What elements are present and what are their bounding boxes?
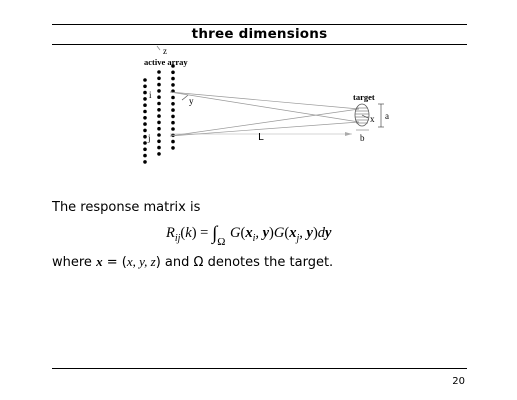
- array-element-dot: [157, 126, 161, 131]
- where-middle: and: [164, 255, 190, 270]
- title-underline: [52, 44, 467, 45]
- top-rule: [52, 24, 467, 25]
- bottom-rule: [52, 368, 467, 369]
- where-prefix: where: [52, 255, 92, 270]
- array-element-dot: [143, 116, 147, 120]
- y-axis-tick: [181, 94, 189, 101]
- array-element-dot: [171, 139, 175, 144]
- array-element-dot: [143, 109, 147, 114]
- y-axis-label: y: [189, 96, 194, 106]
- where-text: where x = (x, y, z) and Ω denotes the ta…: [52, 254, 334, 270]
- distance-label: L: [258, 132, 264, 143]
- array-element-dot: [157, 145, 161, 150]
- response-matrix-formula: Rij(k) = ∫Ω G(xi, y)G(xj, y)dy: [166, 223, 332, 248]
- x-label: x: [370, 114, 375, 124]
- z-axis-tick: [156, 45, 161, 51]
- ray-i-bottom: [169, 91, 360, 123]
- x-pointer: [361, 114, 369, 119]
- array-element-dot: [157, 139, 161, 144]
- array-element-dot: [157, 95, 161, 99]
- page-number: 20: [452, 376, 465, 387]
- array-element-dot: [171, 127, 175, 131]
- slide-title: three dimensions: [191, 26, 328, 42]
- array-element-dot: [171, 114, 175, 119]
- array-target-diagram: z active array i j y L target x a b: [143, 45, 389, 164]
- array-element-dot: [143, 141, 147, 145]
- target-hatching: [355, 107, 369, 124]
- array-element-dot: [143, 153, 147, 158]
- array-element-dot: [143, 122, 147, 126]
- array-element-dot: [143, 147, 147, 152]
- z-axis-label: z: [163, 46, 167, 56]
- array-element-dot: [171, 70, 175, 75]
- array-element-dot: [143, 90, 147, 95]
- active-array-label: active array: [144, 57, 188, 67]
- active-array-dots: [143, 64, 175, 164]
- ray-j-bottom: [169, 121, 360, 137]
- array-element-dot: [157, 101, 161, 106]
- array-element-dot: [143, 134, 147, 139]
- where-suffix: denotes the target.: [207, 255, 334, 270]
- omega-symbol: Ω: [193, 255, 204, 270]
- array-element-dot: [157, 120, 161, 125]
- target-label: target: [353, 92, 375, 102]
- array-element-dot: [171, 83, 175, 87]
- array-element-dot: [143, 103, 147, 107]
- a-label: a: [385, 111, 389, 121]
- index-j-label: j: [147, 133, 151, 143]
- ray-j-top: [169, 108, 360, 137]
- array-element-dot: [143, 84, 147, 89]
- array-element-dot: [171, 102, 175, 106]
- index-i-label: i: [149, 90, 152, 100]
- array-element-dot: [171, 146, 175, 150]
- array-element-dot: [171, 120, 175, 125]
- array-element-dot: [143, 128, 147, 133]
- x-vector: x: [96, 254, 103, 269]
- array-element-dot: [143, 78, 147, 82]
- ray-i-top: [169, 91, 360, 110]
- array-element-dot: [171, 108, 175, 112]
- distance-arrowhead: [345, 132, 352, 136]
- array-element-dot: [157, 114, 161, 118]
- array-element-dot: [157, 82, 161, 87]
- array-element-dot: [171, 95, 175, 100]
- array-element-dot: [171, 64, 175, 68]
- array-element-dot: [157, 152, 161, 156]
- array-element-dot: [157, 70, 161, 74]
- array-element-dot: [143, 97, 147, 101]
- array-element-dot: [157, 108, 161, 112]
- array-element-dot: [157, 89, 161, 93]
- array-element-dot: [157, 76, 161, 81]
- target-ellipse: [354, 103, 370, 127]
- array-element-dot: [157, 133, 161, 137]
- b-label: b: [360, 133, 365, 143]
- array-element-dot: [171, 76, 175, 81]
- array-element-dot: [143, 160, 147, 164]
- intro-text: The response matrix is: [52, 200, 201, 215]
